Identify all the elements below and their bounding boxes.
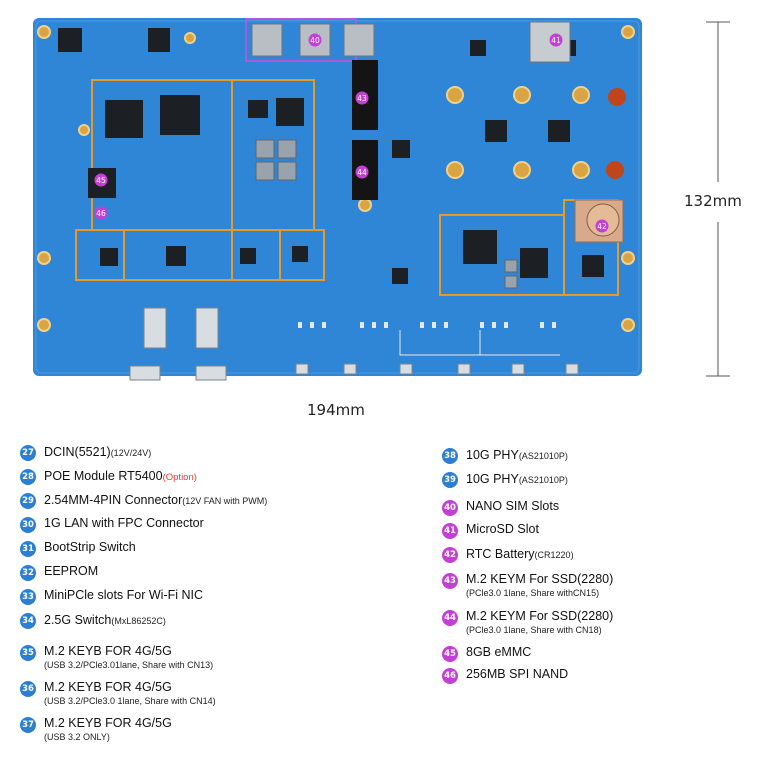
number-badge: 37 [20, 717, 36, 733]
width-dimension-label: 194mm [307, 401, 365, 419]
number-badge: 31 [20, 541, 36, 557]
number-badge: 27 [20, 445, 36, 461]
number-badge: 30 [20, 517, 36, 533]
marker-45: 45 [94, 173, 108, 187]
svg-text:40: 40 [310, 36, 320, 45]
marker-41: 41 [549, 33, 563, 47]
number-badge: 34 [20, 613, 36, 629]
svg-text:41: 41 [551, 36, 561, 45]
number-badge: 45 [442, 646, 458, 662]
number-badge: 40 [442, 500, 458, 516]
number-badge: 38 [442, 448, 458, 464]
number-badge: 43 [442, 573, 458, 589]
number-badge: 35 [20, 645, 36, 661]
svg-text:46: 46 [96, 209, 106, 218]
number-badge: 39 [442, 472, 458, 488]
number-badge: 44 [442, 610, 458, 626]
marker-46: 46 [94, 206, 108, 220]
number-badge: 42 [442, 547, 458, 563]
svg-text:44: 44 [357, 168, 367, 177]
number-badge: 33 [20, 589, 36, 605]
pcb [33, 18, 642, 376]
number-badge: 28 [20, 469, 36, 485]
number-badge: 36 [20, 681, 36, 697]
mounting-holes [37, 25, 635, 332]
number-badge: 29 [20, 493, 36, 509]
height-dimension-label: 132mm [684, 192, 742, 210]
number-badge: 32 [20, 565, 36, 581]
svg-text:45: 45 [96, 176, 106, 185]
marker-42: 42 [595, 219, 609, 233]
number-badge: 46 [442, 668, 458, 684]
board-illustration: 40 41 42 43 44 45 46 [33, 18, 730, 381]
svg-text:43: 43 [357, 94, 367, 103]
marker-44: 44 [355, 165, 369, 179]
dimension-lines [706, 21, 730, 377]
svg-text:42: 42 [597, 222, 607, 231]
number-badge: 41 [442, 523, 458, 539]
marker-43: 43 [355, 91, 369, 105]
marker-40: 40 [308, 33, 322, 47]
